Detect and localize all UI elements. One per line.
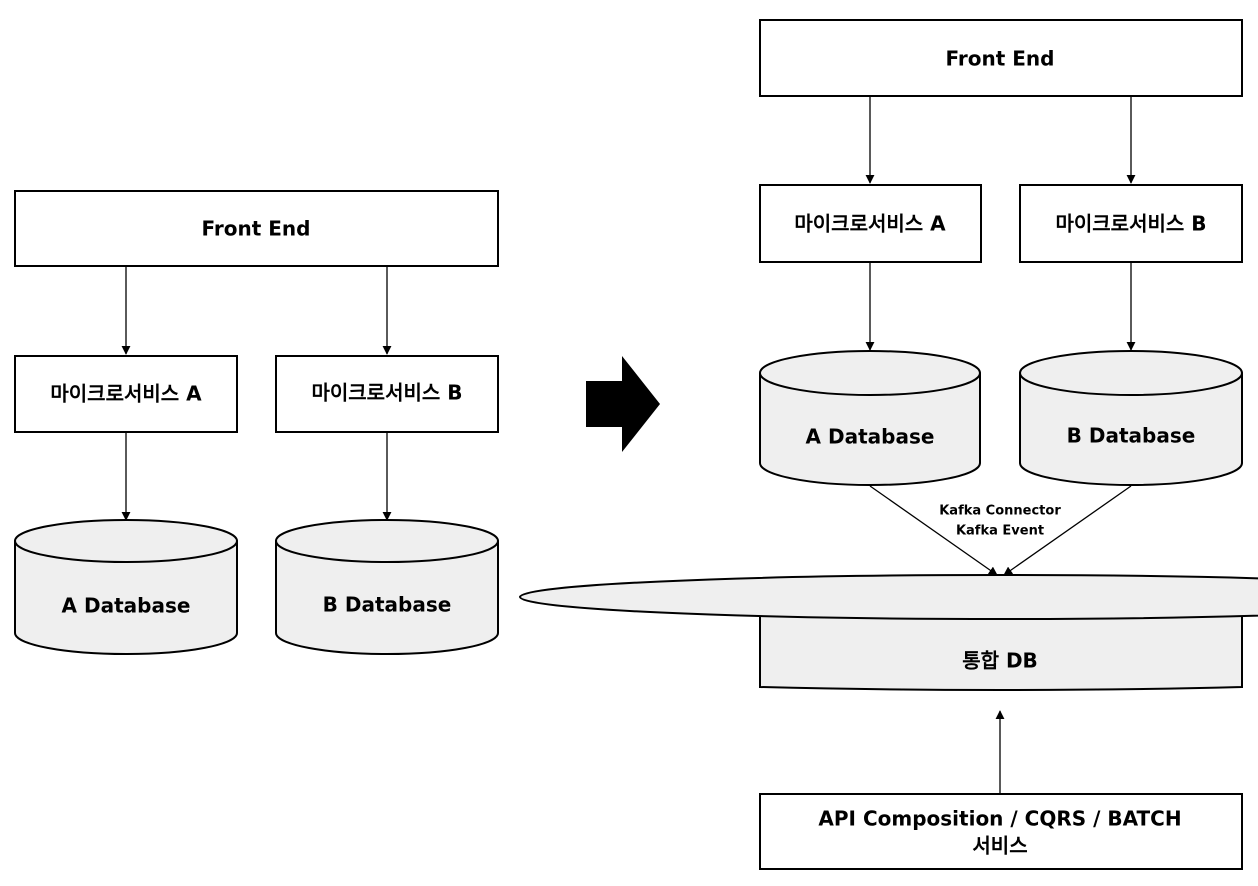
right-db-b-label: B Database — [1067, 424, 1196, 448]
left-frontend-label: Front End — [202, 217, 311, 241]
right-service-a-label: 마이크로서비스 A — [794, 212, 946, 236]
right-arrow-db-b-to-integrated-db — [1003, 485, 1132, 576]
left-db-a-label: A Database — [62, 594, 191, 618]
right-frontend-box: Front End — [759, 19, 1243, 97]
right-db-b-cylinder: B Database — [1019, 350, 1243, 486]
right-frontend-label: Front End — [946, 47, 1055, 71]
composition-service-box: API Composition / CQRS / BATCH 서비스 — [759, 793, 1243, 870]
left-diagram: Front End 마이크로서비스 A 마이크로서비스 B A Database… — [14, 190, 499, 655]
composition-service-label-line1: API Composition / CQRS / BATCH — [818, 807, 1181, 831]
integrated-db-label: 통합 DB — [962, 649, 1038, 673]
right-service-b-label: 마이크로서비스 B — [1055, 212, 1206, 236]
right-arrow-db-a-to-integrated-db — [869, 485, 998, 576]
left-frontend-box: Front End — [14, 190, 499, 267]
left-service-b-box: 마이크로서비스 B — [275, 355, 499, 433]
left-db-b-cylinder: B Database — [275, 519, 499, 655]
left-service-a-box: 마이크로서비스 A — [14, 355, 238, 433]
integrated-db-cylinder: 통합 DB — [519, 574, 1258, 691]
kafka-connector-label: Kafka Connector — [939, 504, 1061, 519]
left-service-b-label: 마이크로서비스 B — [311, 381, 462, 405]
right-diagram: Front End 마이크로서비스 A 마이크로서비스 B A Database… — [519, 19, 1258, 870]
left-service-a-label: 마이크로서비스 A — [50, 382, 202, 406]
left-db-a-cylinder: A Database — [14, 519, 238, 655]
left-db-b-label: B Database — [323, 593, 452, 617]
transition-arrow-icon — [586, 356, 660, 452]
right-service-b-box: 마이크로서비스 B — [1019, 184, 1243, 263]
right-db-a-label: A Database — [806, 425, 935, 449]
composition-service-label-line2: 서비스 — [972, 834, 1027, 858]
right-service-a-box: 마이크로서비스 A — [759, 184, 982, 263]
kafka-event-label: Kafka Event — [956, 524, 1044, 539]
right-db-a-cylinder: A Database — [759, 350, 981, 486]
